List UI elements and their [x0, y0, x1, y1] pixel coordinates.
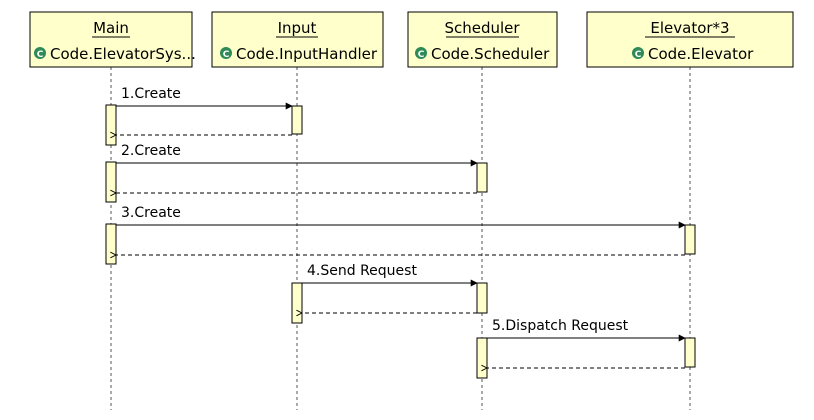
lifeline-elevator-header[interactable]	[586, 11, 794, 68]
lifeline-elevator-class: Code.Elevator	[648, 45, 754, 63]
svg-text:C: C	[635, 50, 642, 60]
message-5-label: 5.Dispatch Request	[492, 318, 629, 334]
lifeline-input-header[interactable]	[211, 11, 384, 68]
activation-elevator-1	[684, 224, 696, 255]
activation-input-2	[291, 282, 303, 324]
activation-scheduler-1	[476, 162, 488, 193]
lifeline-scheduler-name: Scheduler	[444, 19, 520, 37]
message-2: 2.Create	[116, 143, 478, 193]
class-c-icon: C	[632, 47, 644, 60]
activation-bars	[105, 104, 696, 379]
lifeline-main-name: Main	[93, 19, 129, 37]
activation-main-2	[105, 161, 117, 203]
activation-elevator-2	[684, 337, 696, 368]
activation-scheduler-3	[476, 337, 488, 379]
message-5: 5.Dispatch Request	[487, 318, 686, 368]
activation-main-1	[105, 104, 117, 146]
class-c-icon: C	[220, 47, 232, 60]
lifeline-scheduler: Scheduler C Code.Scheduler	[407, 11, 558, 410]
lifeline-elevator-name: Elevator*3	[650, 19, 729, 37]
svg-text:C: C	[37, 50, 44, 60]
svg-text:C: C	[418, 50, 425, 60]
activation-main-3	[105, 223, 117, 265]
lifeline-input-class: Code.InputHandler	[236, 45, 378, 63]
message-4: 4.Send Request	[302, 263, 478, 313]
lifeline-input-name: Input	[278, 19, 317, 37]
lifeline-scheduler-class: Code.Scheduler	[431, 45, 550, 63]
lifeline-main: Main C Code.ElevatorSys...	[29, 11, 196, 410]
lifeline-main-class: Code.ElevatorSys...	[50, 45, 196, 63]
activation-input-1	[291, 105, 303, 135]
class-c-icon: C	[34, 47, 46, 60]
lifeline-elevator: Elevator*3 C Code.Elevator	[586, 11, 794, 410]
class-c-icon: C	[415, 47, 427, 60]
message-3-label: 3.Create	[121, 205, 181, 221]
svg-text:C: C	[223, 50, 230, 60]
message-1: 1.Create	[116, 86, 293, 135]
lifeline-scheduler-header[interactable]	[407, 11, 558, 68]
message-1-label: 1.Create	[121, 86, 181, 102]
lifeline-input: Input C Code.InputHandler	[211, 11, 384, 410]
message-3: 3.Create	[116, 205, 686, 255]
message-4-label: 4.Send Request	[307, 263, 417, 279]
activation-scheduler-2	[476, 282, 488, 314]
lifeline-main-header[interactable]	[29, 11, 193, 68]
message-2-label: 2.Create	[121, 143, 181, 159]
